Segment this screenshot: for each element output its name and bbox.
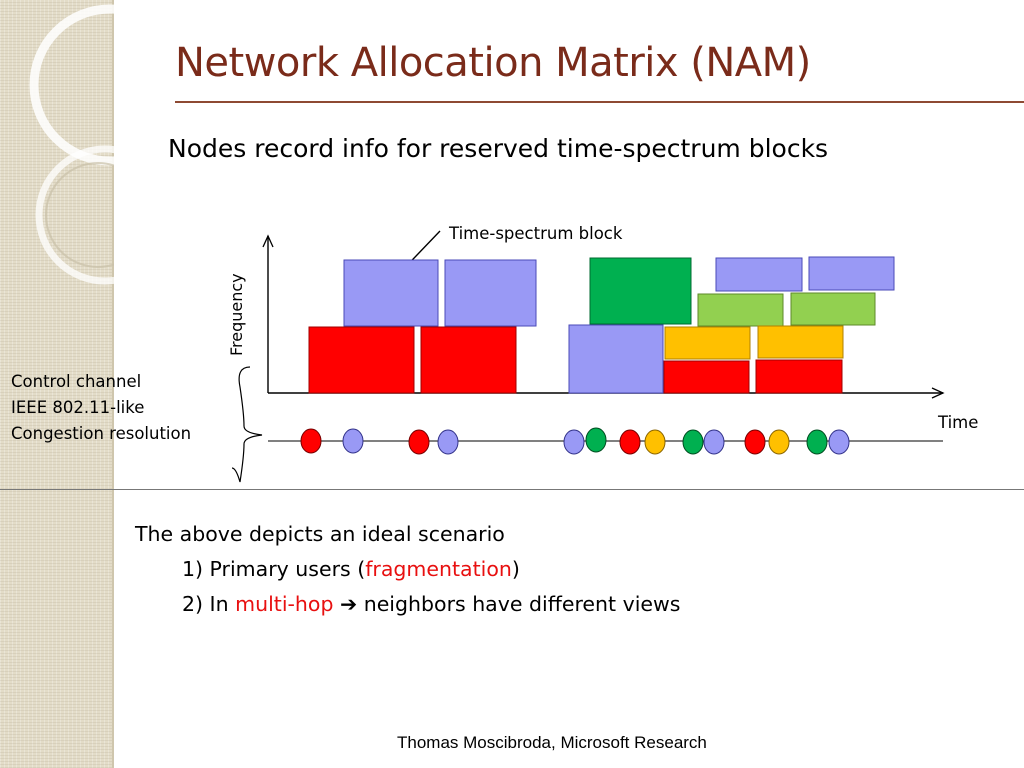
channel-node [585, 427, 607, 453]
channel-node [682, 429, 704, 455]
note-text: neighbors have different views [357, 592, 681, 616]
decorative-rings [29, 4, 114, 285]
right-arrow-icon: ➔ [340, 592, 358, 616]
slide-subtitle: Nodes record info for reserved time-spec… [168, 134, 829, 163]
resolution-label: Congestion resolution [11, 424, 192, 443]
note-line-2: 1) Primary users (fragmentation) [135, 552, 680, 587]
callout-label: Time-spectrum block [448, 224, 623, 243]
time-spectrum-block [444, 259, 537, 327]
channel-node [619, 429, 641, 455]
title-underline [175, 101, 1024, 103]
protocol-label: IEEE 802.11-like [11, 398, 145, 417]
control-channel-nodes [300, 427, 850, 455]
time-spectrum-block [663, 360, 750, 394]
time-spectrum-block [755, 359, 843, 394]
note-text: 1) Primary users ( [182, 557, 366, 581]
channel-node [744, 429, 766, 455]
time-spectrum-block [568, 324, 664, 394]
channel-node [342, 428, 364, 454]
nam-diagram: Frequency Time Time-spectrum block [227, 224, 978, 483]
control-channel-label: Control channel [11, 372, 142, 391]
block-group-2 [568, 256, 895, 394]
block-group-1 [308, 259, 537, 394]
note-text: ) [511, 557, 520, 581]
time-spectrum-block [757, 325, 844, 359]
channel-node [437, 429, 459, 455]
section-divider [0, 489, 1024, 490]
time-spectrum-block [420, 326, 517, 394]
time-spectrum-block [697, 293, 784, 327]
time-spectrum-block [308, 326, 415, 394]
time-spectrum-block [343, 259, 439, 327]
time-spectrum-block [715, 257, 803, 292]
time-spectrum-block [589, 257, 692, 325]
time-spectrum-block [790, 292, 876, 326]
note-text: 2) In [182, 592, 236, 616]
multi-hop-highlight: multi-hop [235, 592, 334, 616]
fragmentation-highlight: fragmentation [365, 557, 512, 581]
time-spectrum-block [808, 256, 895, 291]
sidebar-edge [112, 0, 114, 768]
channel-node [563, 429, 585, 455]
slide-title: Network Allocation Matrix (NAM) [175, 40, 811, 86]
control-channel-labels: Control channel IEEE 802.11-like Congest… [11, 369, 191, 447]
decorative-sidebar [0, 0, 112, 768]
note-line-3: 2) In multi-hop ➔ neighbors have differe… [135, 587, 680, 622]
channel-node [806, 429, 828, 455]
x-axis-label: Time [937, 413, 978, 432]
channel-node [644, 429, 666, 455]
channel-node [408, 429, 430, 455]
channel-node [768, 429, 790, 455]
channel-node [703, 429, 725, 455]
brace [231, 366, 263, 483]
channel-node [300, 428, 322, 454]
notes-block: The above depicts an ideal scenario 1) P… [135, 517, 680, 622]
footer-credit: Thomas Moscibroda, Microsoft Research [397, 733, 707, 752]
note-line-1: The above depicts an ideal scenario [135, 522, 505, 546]
time-spectrum-block [664, 326, 751, 360]
channel-node [828, 429, 850, 455]
y-axis-label: Frequency [227, 273, 246, 356]
